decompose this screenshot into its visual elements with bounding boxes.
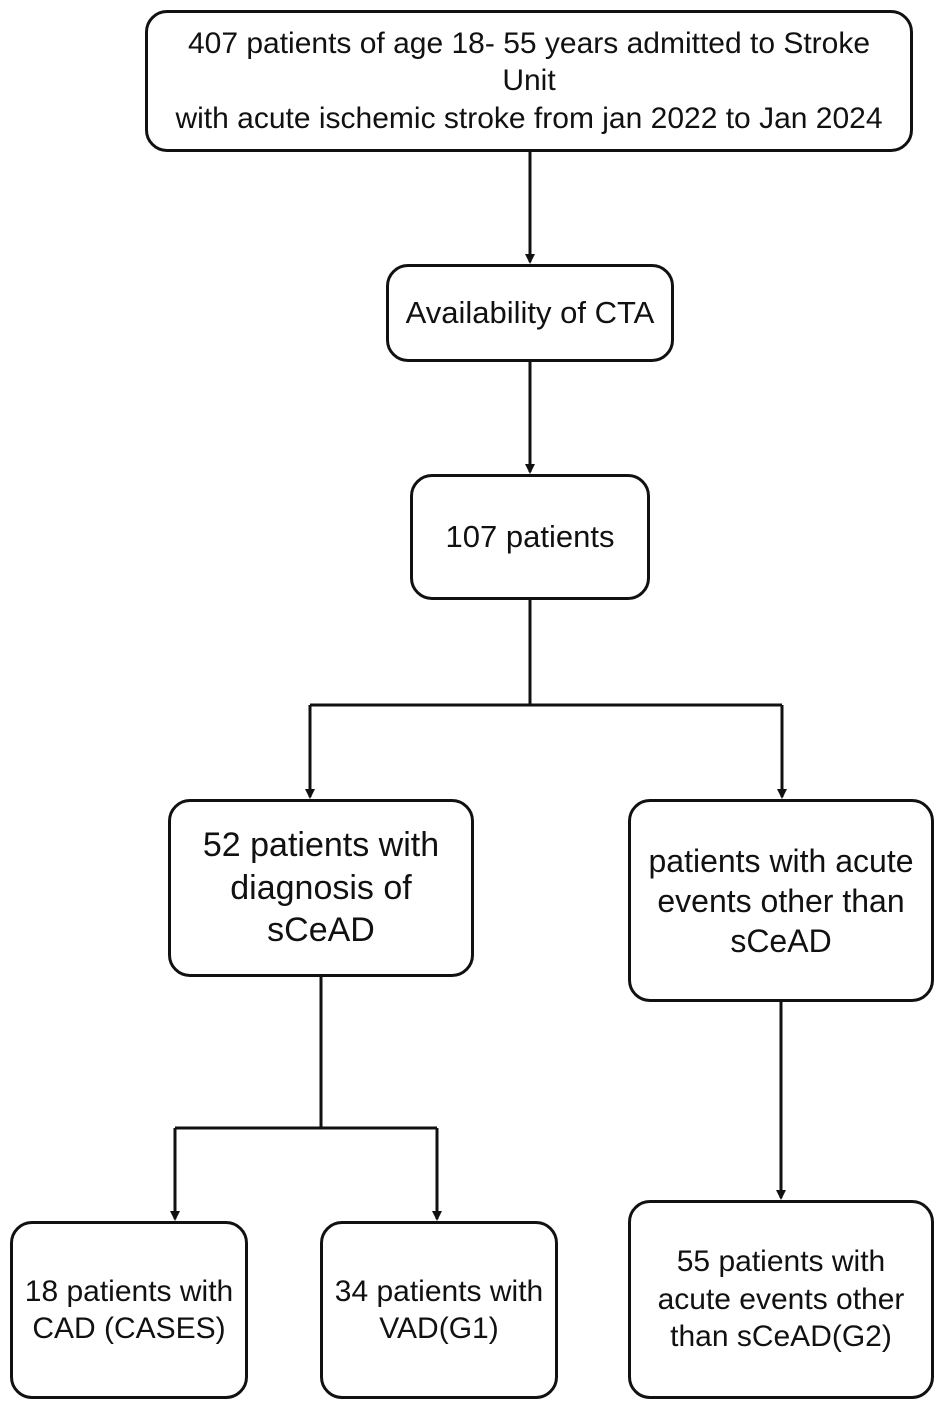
node-55-label: 55 patients with acute events other than… xyxy=(657,1245,905,1354)
node-18-cad-cases: 18 patients with CAD (CASES) xyxy=(10,1221,248,1399)
node-other-label: patients with acute events other than sC… xyxy=(648,842,914,959)
node-cta-availability: Availability of CTA xyxy=(386,264,674,362)
node-52-label: 52 patients with diagnosis of sCeAD xyxy=(202,826,440,950)
node-other-events: patients with acute events other than sC… xyxy=(628,799,934,1002)
node-cta-label: Availability of CTA xyxy=(405,294,655,330)
node-34-label: 34 patients with VAD(G1) xyxy=(334,1274,544,1346)
node-107-patients: 107 patients xyxy=(410,474,650,600)
node-intake-label: 407 patients of age 18- 55 years admitte… xyxy=(175,26,883,135)
node-intake: 407 patients of age 18- 55 years admitte… xyxy=(145,10,913,152)
node-107-label: 107 patients xyxy=(445,518,615,554)
node-52-sCeAD: 52 patients with diagnosis of sCeAD xyxy=(168,799,474,977)
node-18-label: 18 patients with CAD (CASES) xyxy=(24,1274,234,1346)
node-55-g2: 55 patients with acute events other than… xyxy=(628,1200,934,1399)
node-34-vad-g1: 34 patients with VAD(G1) xyxy=(320,1221,558,1399)
